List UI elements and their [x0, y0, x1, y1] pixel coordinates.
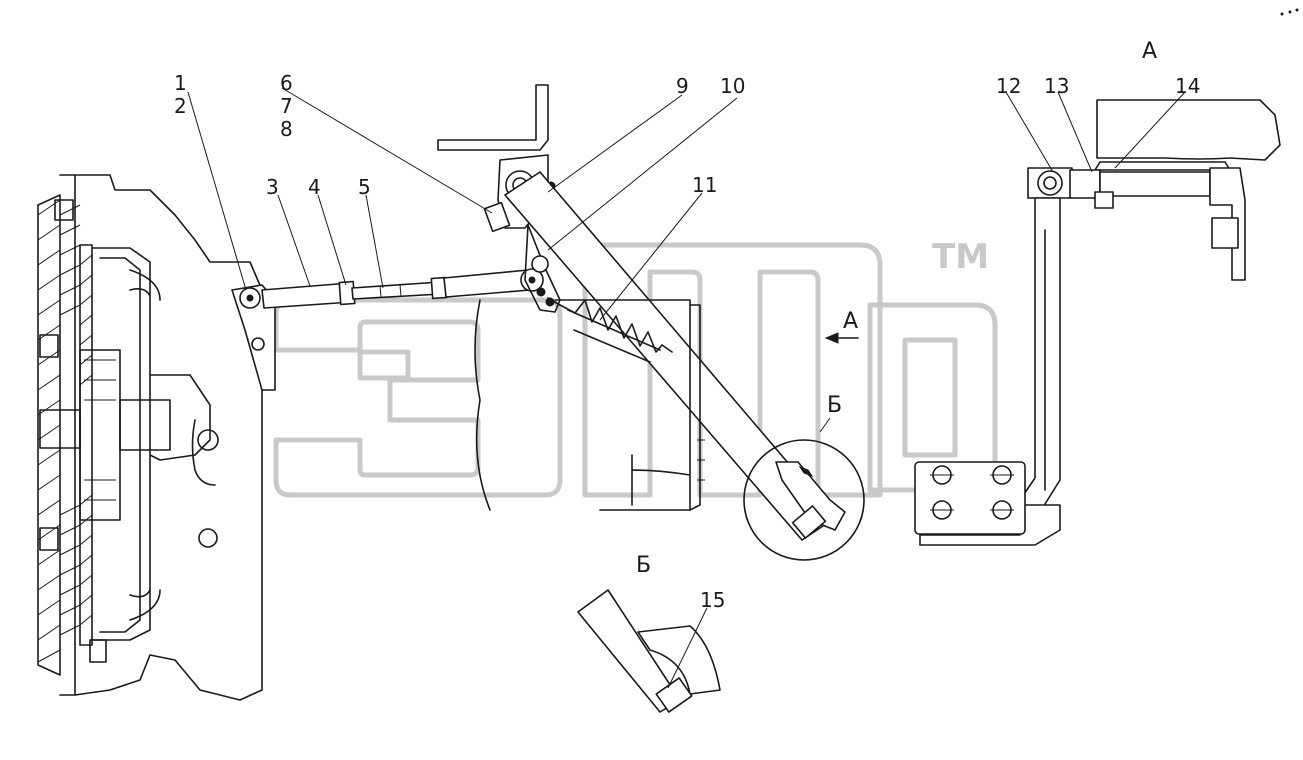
detail-b-title: Б	[636, 553, 651, 578]
release-fork-lever	[231, 284, 276, 391]
part-number-12: 12	[996, 74, 1021, 98]
rod-assembly	[261, 268, 544, 309]
pedal-bracket-and-lever	[437, 84, 836, 541]
view-a-arrow-label: А	[843, 309, 858, 334]
view-a-arrow	[824, 332, 859, 344]
part-number-8: 8	[280, 117, 293, 141]
leader-lines	[187, 87, 1186, 689]
part-number-labels: 1 2 3 4 5 6 7 8 9 10 11 12 13 14 15	[174, 71, 1200, 612]
part-number-7: 7	[280, 94, 293, 118]
part-number-9: 9	[676, 74, 689, 98]
detail-b-marker: Б	[827, 393, 842, 418]
mounting-plate	[474, 299, 705, 511]
view-a-title: А	[1142, 39, 1157, 64]
detail-b-view	[577, 589, 721, 713]
part-number-3: 3	[266, 175, 279, 199]
part-number-1: 1	[174, 71, 187, 95]
hatched-flywheel	[37, 199, 93, 663]
pedal-pad	[743, 417, 865, 561]
detail-b-circle	[743, 439, 865, 561]
part-number-5: 5	[358, 175, 371, 199]
corner-mark-icon	[1280, 8, 1299, 16]
part-number-11: 11	[692, 173, 717, 197]
part-number-4: 4	[308, 175, 321, 199]
part-number-13: 13	[1044, 74, 1069, 98]
part-number-2: 2	[174, 94, 187, 118]
clutch-housing-section	[37, 174, 263, 701]
part-number-6: 6	[280, 71, 293, 95]
part-number-14: 14	[1175, 74, 1200, 98]
view-a-assembly	[914, 99, 1281, 546]
trademark-text: TM	[932, 237, 989, 277]
part-number-10: 10	[720, 74, 745, 98]
view-labels: А А Б Б	[636, 39, 1157, 578]
part-number-15: 15	[700, 588, 725, 612]
watermark-logo: TM	[273, 237, 998, 498]
